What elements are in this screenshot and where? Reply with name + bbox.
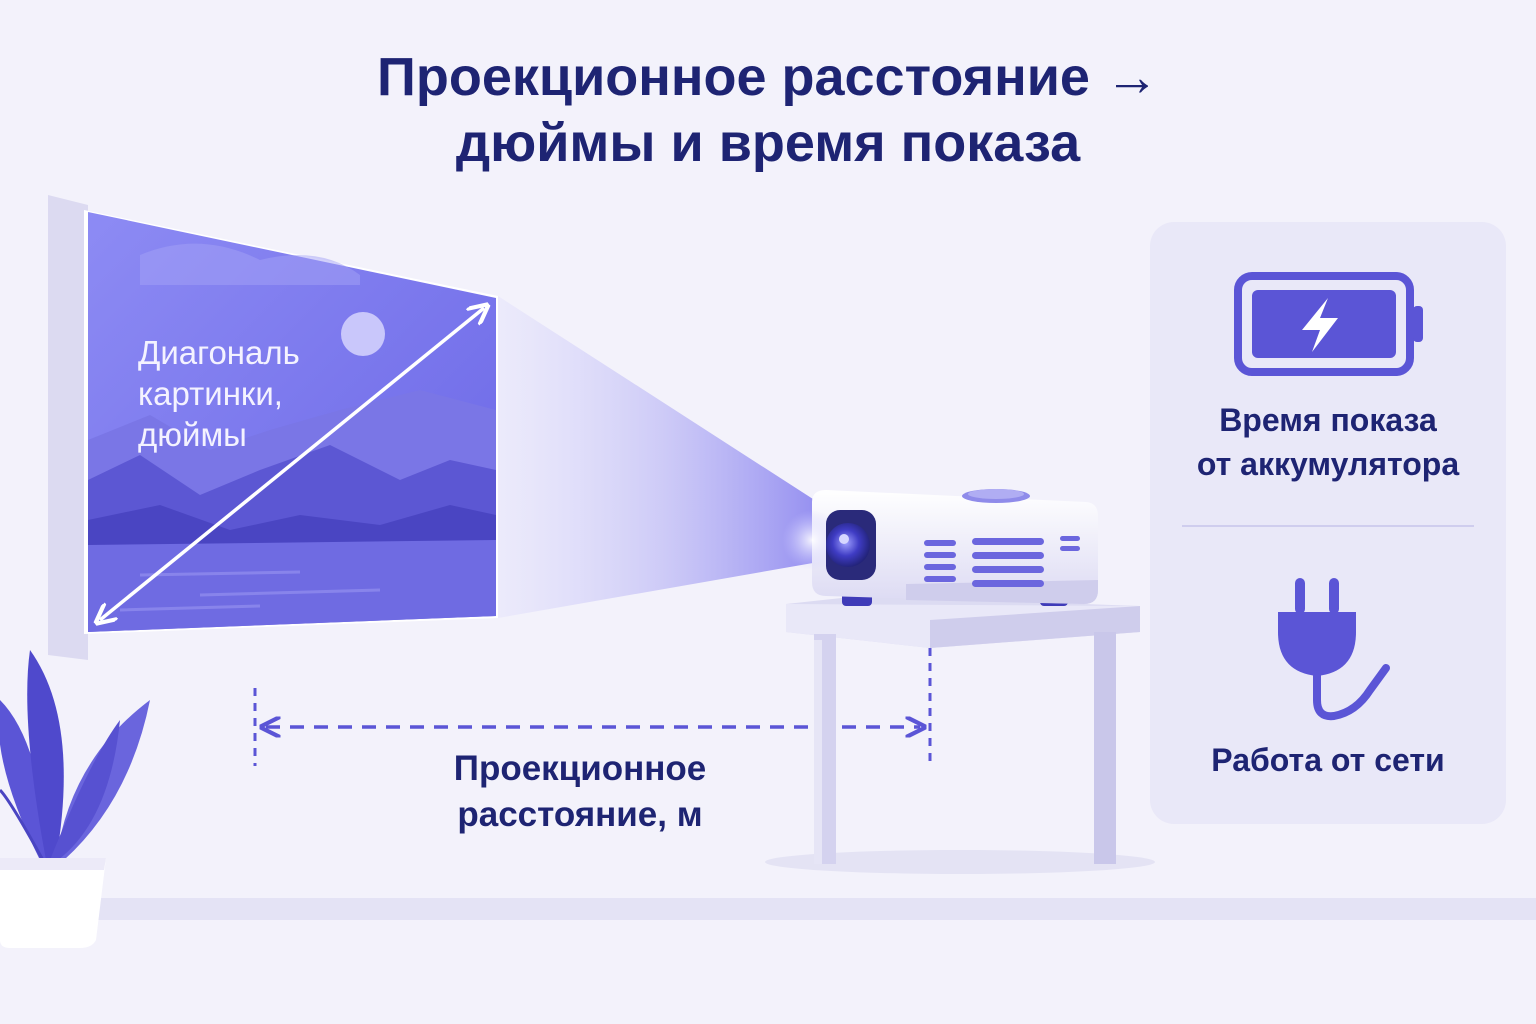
power-panel [1150,222,1506,824]
battery-runtime-label: Время показа от аккумулятора [1150,398,1506,486]
screen-label-line-1: Диагональ [138,334,300,371]
distance-label-line-2: расстояние, м [457,795,703,834]
battery-label-line-1: Время показа [1219,402,1437,438]
table [765,596,1155,874]
battery-label-line-2: от аккумулятора [1196,446,1460,482]
diagonal-arrow [100,308,484,620]
floor [0,898,1536,920]
screen-label-line-3: дюймы [138,416,247,453]
projector-lens [826,523,870,567]
screen-diagonal-label: Диагональ картинки, дюймы [138,332,398,455]
projection-distance-label: Проекционное расстояние, м [370,746,790,838]
title-line-2: дюймы и время показа [455,113,1081,173]
power-plug-icon [1278,578,1390,721]
title-line-1: Проекционное расстояние → [377,47,1159,107]
screen-label-line-2: картинки, [138,375,283,412]
mains-label: Работа от сети [1211,742,1445,778]
mains-power-label: Работа от сети [1150,738,1506,782]
page-title: Проекционное расстояние → дюймы и время … [0,44,1536,176]
battery-charging-icon [1234,272,1423,376]
light-beam [498,296,830,618]
plant-icon [0,650,150,948]
distance-label-line-1: Проекционное [453,749,707,788]
projector-icon [782,489,1098,606]
floor-shadow [0,920,1536,1024]
